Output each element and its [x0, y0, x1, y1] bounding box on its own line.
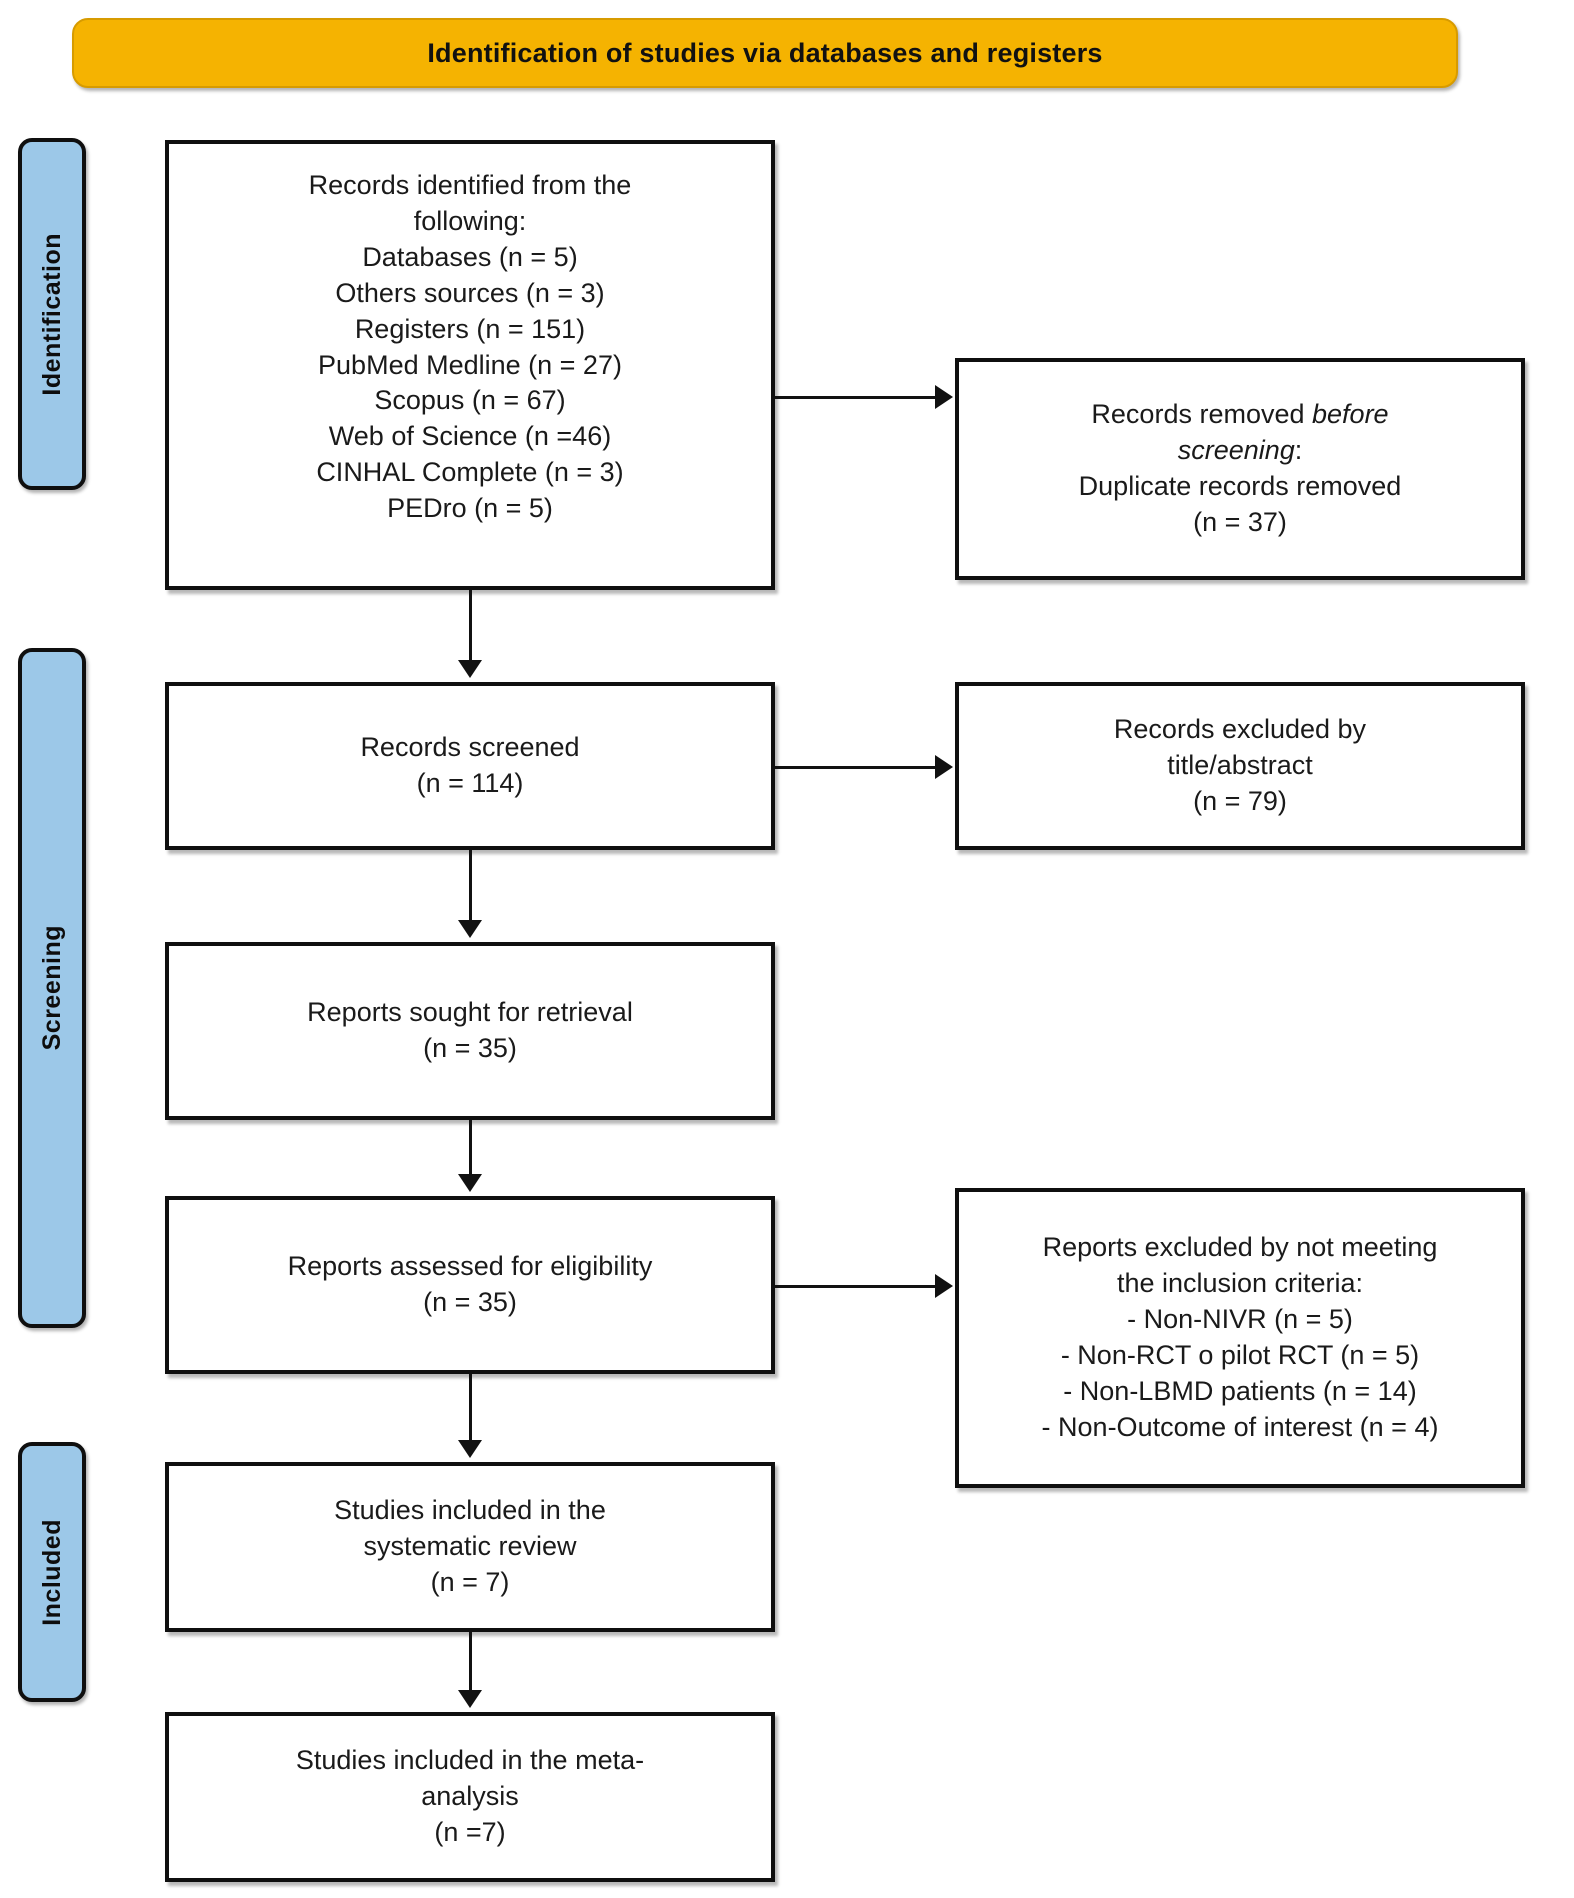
meta-analysis-line: analysis [421, 1781, 519, 1812]
records-removed-text: Records removed [1091, 399, 1313, 430]
systematic-review-line: systematic review [363, 1531, 577, 1562]
records-identified-line: CINHAL Complete (n = 3) [316, 457, 624, 488]
stage-rail-included: Included [18, 1442, 86, 1702]
records-identified-line: Databases (n = 5) [362, 241, 578, 272]
records-excluded-title-abstract-box: Records excluded by title/abstract (n = … [955, 682, 1525, 850]
records-identified-line: PubMed Medline (n = 27) [318, 349, 622, 380]
connector-assessed-to-excluded-criteria [775, 1285, 937, 1288]
arrowhead-down-icon [458, 1440, 482, 1458]
arrowhead-down-icon [458, 1690, 482, 1708]
reports-assessed-box: Reports assessed for eligibility (n = 35… [165, 1196, 775, 1374]
records-identified-line: Scopus (n = 67) [374, 385, 566, 416]
studies-included-meta-analysis-box: Studies included in the meta- analysis (… [165, 1712, 775, 1882]
connector-screened-to-excluded [775, 766, 937, 769]
records-identified-line: Web of Science (n =46) [328, 421, 612, 452]
records-removed-line: Records removed before [1091, 397, 1388, 433]
stage-rail-label-screening: Screening [37, 925, 66, 1051]
reports-excluded-criteria-line: - Non-LBMD patients (n = 14) [1063, 1375, 1417, 1406]
connector-identified-to-removed [775, 396, 937, 399]
reports-assessed-line: (n = 35) [423, 1287, 517, 1317]
records-screened-box: Records screened (n = 114) [165, 682, 775, 850]
records-identified-line: Registers (n = 151) [354, 313, 586, 344]
records-excluded-line: (n = 79) [1193, 785, 1287, 816]
records-identified-line: Others sources (n = 3) [335, 277, 605, 308]
records-identified-box: Records identified from the following: D… [165, 140, 775, 590]
reports-assessed-line: Reports assessed for eligibility [287, 1251, 653, 1282]
reports-sought-box: Reports sought for retrieval (n = 35) [165, 942, 775, 1120]
connector-systematic-review-to-meta-analysis [469, 1632, 472, 1694]
arrowhead-right-icon [935, 1274, 953, 1298]
records-removed-line: screening: [1178, 433, 1303, 469]
arrowhead-right-icon [935, 755, 953, 779]
records-screened-line: (n = 114) [416, 768, 524, 798]
banner-title: Identification of studies via databases … [427, 37, 1103, 68]
records-identified-line: following: [413, 205, 527, 236]
reports-excluded-criteria-line: - Non-NIVR (n = 5) [1127, 1304, 1353, 1335]
systematic-review-line: Studies included in the [334, 1495, 606, 1526]
meta-analysis-line: (n =7) [434, 1816, 506, 1847]
records-screened-line: Records screened [360, 732, 580, 763]
diagram-banner: Identification of studies via databases … [72, 18, 1458, 88]
stage-rail-label-included: Included [37, 1518, 66, 1626]
records-excluded-line: Records excluded by [1113, 714, 1367, 745]
reports-excluded-criteria-line: - Non-RCT o pilot RCT (n = 5) [1060, 1340, 1420, 1370]
records-removed-line: Duplicate records removed [1078, 471, 1402, 501]
records-removed-emphasis: before [1312, 399, 1389, 430]
reports-excluded-criteria-line: Reports excluded by not meeting [1042, 1232, 1438, 1263]
records-removed-emphasis: screening [1177, 435, 1295, 466]
arrowhead-down-icon [458, 1174, 482, 1192]
arrowhead-right-icon [935, 385, 953, 409]
stage-rail-screening: Screening [18, 648, 86, 1328]
meta-analysis-line: Studies included in the meta- [295, 1745, 645, 1776]
records-removed-box: Records removed before screening: Duplic… [955, 358, 1525, 580]
studies-included-systematic-review-box: Studies included in the systematic revie… [165, 1462, 775, 1632]
arrowhead-down-icon [458, 660, 482, 678]
connector-sought-to-assessed [469, 1120, 472, 1178]
records-identified-line: PEDro (n = 5) [387, 493, 553, 524]
systematic-review-line: (n = 7) [430, 1566, 510, 1597]
records-removed-text: : [1294, 435, 1303, 466]
stage-rail-label-identification: Identification [37, 232, 66, 396]
connector-screened-to-sought [469, 850, 472, 924]
reports-excluded-criteria-line: - Non-Outcome of interest (n = 4) [1041, 1411, 1439, 1442]
records-removed-line: (n = 37) [1193, 506, 1287, 537]
arrowhead-down-icon [458, 920, 482, 938]
connector-identified-to-screened [469, 590, 472, 664]
stage-rail-identification: Identification [18, 138, 86, 490]
records-excluded-line: title/abstract [1167, 750, 1313, 781]
reports-sought-line: Reports sought for retrieval [307, 997, 633, 1028]
connector-assessed-to-systematic-review [469, 1374, 472, 1444]
records-identified-line: Records identified from the [308, 170, 632, 200]
reports-excluded-criteria-line: the inclusion criteria: [1116, 1268, 1364, 1299]
reports-sought-line: (n = 35) [423, 1033, 517, 1063]
reports-excluded-criteria-box: Reports excluded by not meeting the incl… [955, 1188, 1525, 1488]
